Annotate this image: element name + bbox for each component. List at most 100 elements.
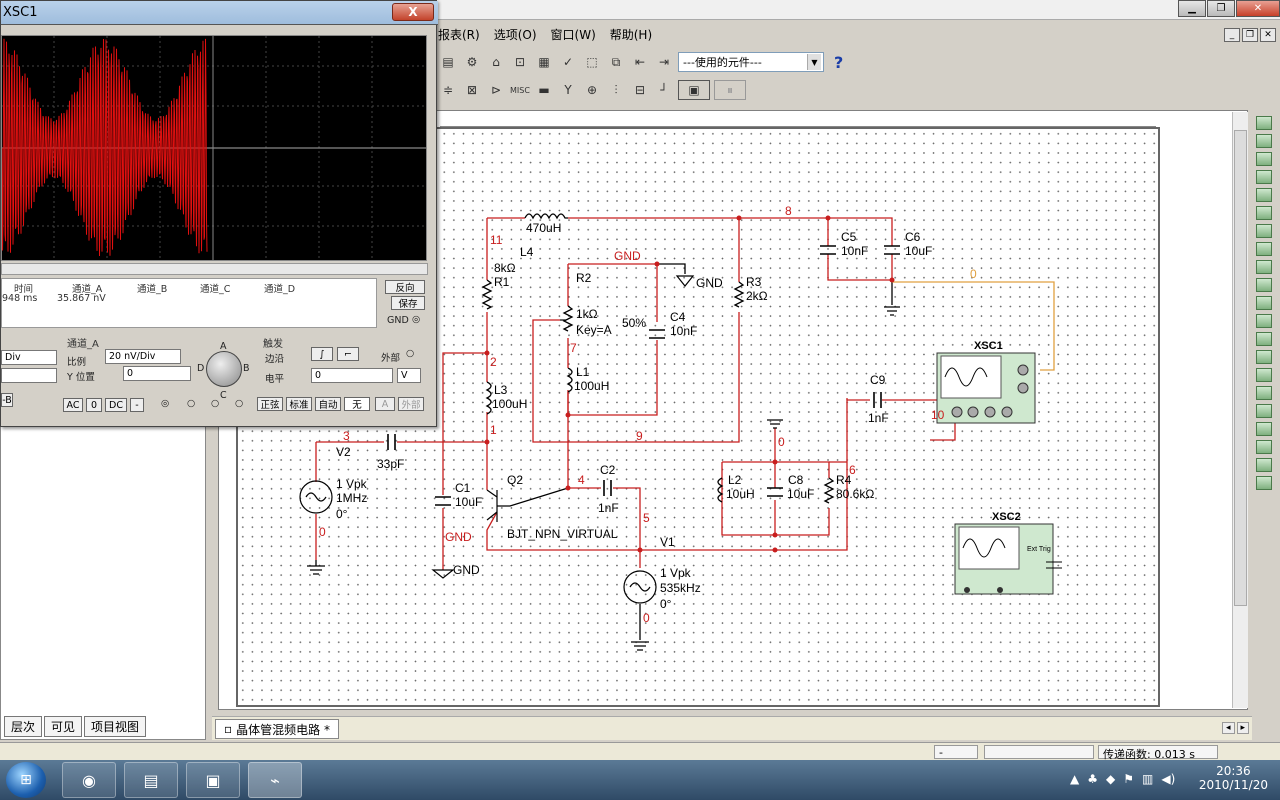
wattmeter-icon[interactable] bbox=[1256, 152, 1272, 166]
select-icon[interactable]: ⬚ bbox=[586, 55, 598, 69]
multisim-taskbar-icon[interactable]: ⌁ bbox=[248, 762, 302, 798]
timebase-xpos-field[interactable] bbox=[1, 368, 57, 383]
postprocessor-icon[interactable]: ⚙ bbox=[466, 55, 478, 69]
trigger-level-field[interactable]: 0 bbox=[311, 368, 393, 383]
trigger-level-unit[interactable]: V bbox=[397, 368, 421, 383]
oscilloscope-titlebar[interactable]: XSC1 X bbox=[1, 1, 438, 25]
channel-knob[interactable] bbox=[206, 351, 242, 387]
menu-options[interactable]: 选项(O) bbox=[493, 27, 537, 42]
tray-shield-icon[interactable]: ◆ bbox=[1106, 772, 1116, 786]
forward-annotate-icon[interactable]: ⇥ bbox=[658, 55, 670, 69]
bode-plotter-icon[interactable] bbox=[1256, 206, 1272, 220]
netlist-icon[interactable]: ⌂ bbox=[492, 55, 500, 69]
tab-scroll-left-icon[interactable]: ◂ bbox=[1222, 722, 1235, 734]
component-dropdown[interactable]: ---使用的元件--- ▼ bbox=[678, 52, 824, 72]
maximize-button[interactable]: ❐ bbox=[1207, 0, 1235, 17]
radio-d-icon[interactable]: ○ bbox=[235, 398, 244, 409]
radio-a-icon[interactable]: ◎ bbox=[161, 398, 170, 409]
timebase-scale-field[interactable]: Div bbox=[1, 350, 57, 365]
current-probe-icon[interactable] bbox=[1256, 476, 1272, 490]
four-channel-scope-icon[interactable] bbox=[1256, 188, 1272, 202]
tab-scroll-right-icon[interactable]: ▸ bbox=[1236, 722, 1250, 734]
coupling-dc-button[interactable]: DC bbox=[105, 398, 127, 412]
help-icon[interactable]: ? bbox=[834, 52, 844, 72]
gnd-radio[interactable]: ◎ bbox=[412, 314, 421, 325]
logic-converter-icon[interactable] bbox=[1256, 278, 1272, 292]
agilent-generator-icon[interactable] bbox=[1256, 368, 1272, 382]
coupling-zero-button[interactable]: 0 bbox=[86, 398, 102, 412]
tray-app-icon[interactable]: ♣ bbox=[1087, 772, 1098, 786]
channel-scale-field[interactable]: 20 nV/Div bbox=[105, 349, 181, 364]
explorer-taskbar-icon[interactable]: ▤ bbox=[124, 762, 178, 798]
tab-project-view[interactable]: 项目视图 bbox=[84, 716, 147, 737]
scrollbar-thumb[interactable] bbox=[1234, 130, 1247, 606]
timebase-mode-button[interactable]: -B bbox=[1, 393, 13, 407]
minimize-button[interactable]: ▁ bbox=[1178, 0, 1206, 17]
diode-icon[interactable]: ⊳ bbox=[490, 83, 502, 97]
scope-horizontal-scrollbar[interactable] bbox=[1, 263, 428, 275]
mcu-icon[interactable]: ⫶ bbox=[614, 82, 618, 97]
save-button[interactable]: 保存 bbox=[391, 296, 425, 310]
grapher-icon[interactable]: ▤ bbox=[442, 55, 454, 69]
distortion-analyzer-icon[interactable] bbox=[1256, 314, 1272, 328]
start-button[interactable]: ⊞ bbox=[6, 762, 46, 798]
measurement-probe-icon[interactable] bbox=[1256, 440, 1272, 454]
mode-ext-button[interactable]: 外部 bbox=[398, 397, 424, 411]
copy-icon[interactable]: ⧉ bbox=[611, 54, 621, 69]
agilent-multimeter-icon[interactable] bbox=[1256, 386, 1272, 400]
network-analyzer-icon[interactable] bbox=[1256, 350, 1272, 364]
mode-a-button[interactable]: A bbox=[375, 397, 395, 411]
coupling-neg-button[interactable]: - bbox=[130, 398, 144, 412]
mode-normal-button[interactable]: 标准 bbox=[286, 397, 312, 411]
coupling-ac-button[interactable]: AC bbox=[63, 398, 83, 412]
tab-visibility[interactable]: 可见 bbox=[44, 716, 83, 737]
design-tab[interactable]: ▫ 晶体管混频电路 * bbox=[215, 719, 339, 739]
hierarchical-icon[interactable]: ⊟ bbox=[634, 83, 646, 97]
tab-hierarchy[interactable]: 层次 bbox=[4, 716, 43, 737]
mdi-restore-button[interactable]: ❐ bbox=[1242, 28, 1258, 42]
antenna-icon[interactable]: Y bbox=[564, 83, 572, 97]
mdi-minimize-button[interactable]: _ bbox=[1224, 28, 1240, 42]
indicator-icon[interactable]: ▬ bbox=[538, 83, 550, 97]
menu-help[interactable]: 帮助(H) bbox=[609, 27, 653, 42]
simulate-icon[interactable]: ▣ bbox=[678, 80, 710, 100]
menu-reports[interactable]: 报表(R) bbox=[438, 27, 480, 42]
analysis-icon[interactable]: ⊡ bbox=[514, 55, 526, 69]
calculator-icon[interactable]: ▦ bbox=[538, 55, 550, 69]
falling-edge-button[interactable]: ⌐ bbox=[337, 347, 359, 361]
mode-sine-button[interactable]: 正弦 bbox=[257, 397, 283, 411]
radio-b-icon[interactable]: ○ bbox=[187, 398, 196, 409]
oscilloscope-window[interactable]: XSC1 X 时间 通道_A 通道_B 通道_C bbox=[0, 0, 438, 427]
function-generator-icon[interactable] bbox=[1256, 134, 1272, 148]
app-taskbar-icon[interactable]: ▣ bbox=[186, 762, 240, 798]
logic-analyzer-icon[interactable] bbox=[1256, 260, 1272, 274]
tray-volume-icon[interactable]: ◀) bbox=[1161, 772, 1176, 786]
xsc2-instrument[interactable] bbox=[954, 523, 1062, 595]
electromech-icon[interactable]: ⊕ bbox=[586, 83, 598, 97]
tray-network-icon[interactable]: ▥ bbox=[1142, 772, 1154, 786]
clock[interactable]: 20:36 2010/11/20 bbox=[1199, 764, 1268, 792]
agilent-scope-icon[interactable] bbox=[1256, 404, 1272, 418]
bus-icon[interactable]: ┘ bbox=[660, 83, 668, 97]
channel-ypos-field[interactable]: 0 bbox=[123, 366, 191, 381]
labview-icon[interactable] bbox=[1256, 458, 1272, 472]
spectrum-analyzer-icon[interactable] bbox=[1256, 332, 1272, 346]
ext-radio[interactable]: ○ bbox=[406, 348, 415, 359]
tray-flag-icon[interactable]: ⚑ bbox=[1123, 772, 1134, 786]
mdi-close-button[interactable]: ✕ bbox=[1260, 28, 1276, 42]
reverse-button[interactable]: 反向 bbox=[385, 280, 425, 294]
back-annotate-icon[interactable]: ⇤ bbox=[634, 55, 646, 69]
radio-c-icon[interactable]: ○ bbox=[211, 398, 220, 409]
frequency-counter-icon[interactable] bbox=[1256, 224, 1272, 238]
mode-none-button[interactable]: 无 bbox=[344, 397, 370, 411]
ie-taskbar-icon[interactable]: ◉ bbox=[62, 762, 116, 798]
oscilloscope-close-button[interactable]: X bbox=[392, 3, 434, 21]
pause-icon[interactable]: ⏸ bbox=[714, 80, 746, 100]
source-icon[interactable]: ≑ bbox=[442, 83, 454, 97]
misc-icon[interactable]: MISC bbox=[510, 85, 530, 95]
mode-auto-button[interactable]: 自动 bbox=[315, 397, 341, 411]
design-toolbox-panel[interactable] bbox=[0, 426, 206, 740]
iv-analyzer-icon[interactable] bbox=[1256, 296, 1272, 310]
menu-window[interactable]: 窗口(W) bbox=[550, 27, 596, 42]
close-button[interactable]: ✕ bbox=[1236, 0, 1280, 17]
